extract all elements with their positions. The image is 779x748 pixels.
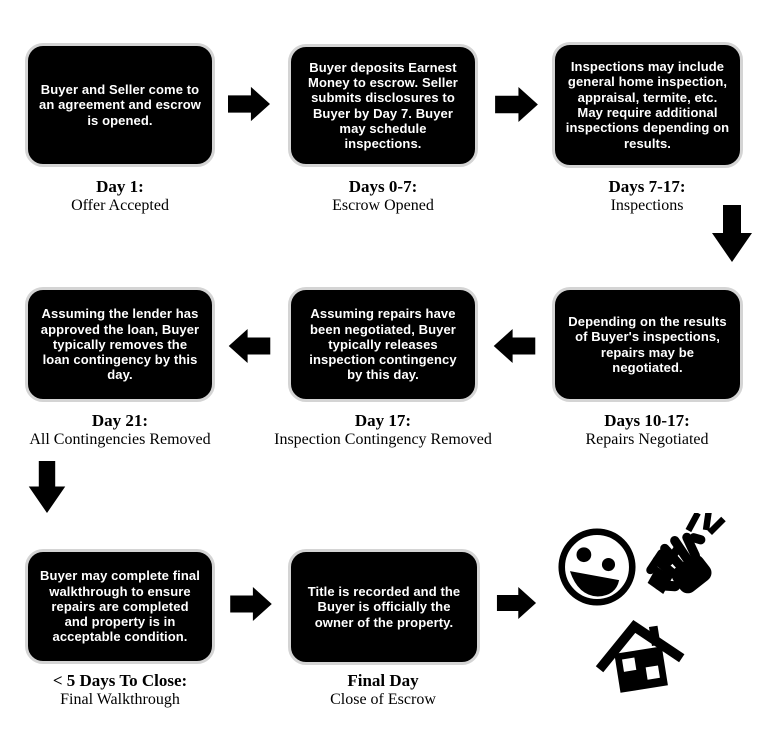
- flow-box-escrow-opened: Buyer deposits Earnest Money to escrow. …: [288, 44, 478, 167]
- label-subtitle: All Contingencies Removed: [29, 430, 211, 448]
- label-title: Days 0-7:: [348, 177, 418, 196]
- label-subtitle: Repairs Negotiated: [585, 430, 709, 448]
- label-all-contingencies-removed: Day 21: All Contingencies Removed: [0, 411, 240, 448]
- arrow-right-icon: [495, 87, 538, 127]
- flow-box-text: Buyer and Seller come to an agreement an…: [39, 82, 201, 128]
- label-title: < 5 Days To Close:: [52, 671, 188, 690]
- flow-box-text: Depending on the results of Buyer's insp…: [568, 313, 727, 375]
- label-subtitle: Offer Accepted: [71, 196, 169, 214]
- arrow-right-icon: [228, 86, 270, 127]
- clapping-hands-icon: [643, 510, 735, 610]
- label-title: Day 1:: [96, 177, 144, 196]
- label-inspection-contingency-removed: Day 17: Inspection Contingency Removed: [263, 411, 503, 448]
- house-icon: [590, 608, 686, 709]
- label-subtitle: Escrow Opened: [332, 196, 434, 214]
- label-title: Day 21:: [91, 411, 149, 430]
- label-offer-accepted: Day 1: Offer Accepted: [0, 177, 240, 214]
- flow-box-text: Inspections may include general home ins…: [565, 59, 730, 151]
- label-title: Day 17:: [354, 411, 412, 430]
- flow-box-repairs-negotiated: Depending on the results of Buyer's insp…: [552, 287, 743, 402]
- label-final-walkthrough: < 5 Days To Close: Final Walkthrough: [0, 671, 240, 708]
- flow-box-inspection-contingency-removed: Assuming repairs have been negotiated, B…: [288, 287, 478, 402]
- label-escrow-opened: Days 0-7: Escrow Opened: [263, 177, 503, 214]
- flow-box-inspections: Inspections may include general home ins…: [552, 42, 743, 168]
- arrow-left-icon: [228, 329, 271, 368]
- label-subtitle: Inspections: [610, 196, 684, 214]
- arrow-right-icon: [495, 587, 538, 624]
- label-title: Days 10-17:: [604, 411, 690, 430]
- flow-box-offer-accepted: Buyer and Seller come to an agreement an…: [25, 43, 215, 167]
- flow-box-text: Buyer deposits Earnest Money to escrow. …: [308, 59, 458, 152]
- flow-box-all-contingencies-removed: Assuming the lender has approved the loa…: [25, 287, 215, 402]
- flow-box-close-of-escrow: Title is recorded and the Buyer is offic…: [288, 549, 480, 665]
- label-repairs-negotiated: Days 10-17: Repairs Negotiated: [527, 411, 767, 448]
- arrow-right-icon: [230, 587, 272, 626]
- flow-box-text: Assuming the lender has approved the loa…: [40, 306, 200, 383]
- label-subtitle: Close of Escrow: [330, 690, 436, 708]
- flow-box-final-walkthrough: Buyer may complete final walkthrough to …: [25, 549, 215, 664]
- label-subtitle: Final Walkthrough: [60, 690, 180, 708]
- flow-box-text: Assuming repairs have been negotiated, B…: [309, 306, 457, 383]
- label-title: Final Day: [347, 671, 419, 690]
- arrow-down-icon: [28, 461, 66, 518]
- arrow-left-icon: [493, 329, 536, 368]
- label-title: Days 7-17:: [608, 177, 686, 196]
- arrow-down-icon: [712, 205, 752, 267]
- flow-box-text: Buyer may complete final walkthrough to …: [40, 568, 200, 645]
- label-subtitle: Inspection Contingency Removed: [274, 430, 492, 448]
- smiley-face-icon: [556, 526, 638, 613]
- flow-box-text: Title is recorded and the Buyer is offic…: [307, 584, 461, 630]
- label-inspections: Days 7-17: Inspections: [527, 177, 767, 214]
- label-close-of-escrow: Final Day Close of Escrow: [263, 671, 503, 708]
